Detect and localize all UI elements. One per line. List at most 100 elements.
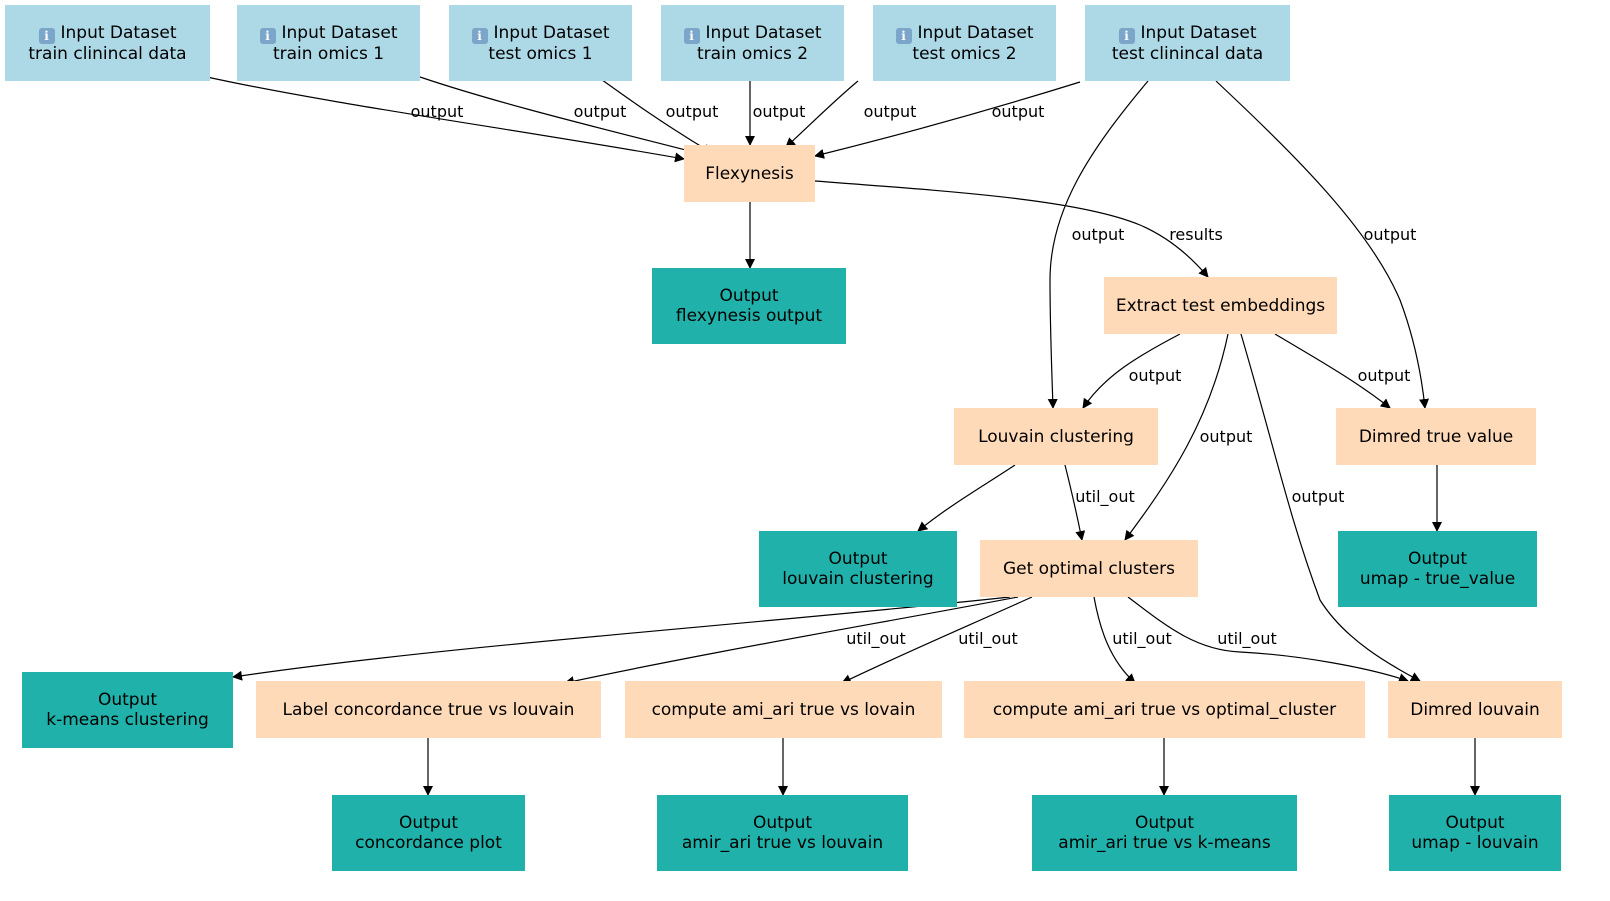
edge-in-test-omics2-to-flexynesis (785, 80, 859, 148)
node-subtitle: train omics 2 (696, 43, 809, 64)
edge-in-train-omics1-to-flexynesis (419, 76, 706, 158)
node-subtitle: amir_ari true vs louvain (681, 833, 884, 853)
node-title-text: Input Dataset (60, 22, 177, 43)
edge-label: output (1292, 487, 1345, 506)
edge-label: util_out (958, 629, 1018, 649)
node-label: compute ami_ari true vs optimal_cluster (992, 699, 1337, 720)
node-title-text: Input Dataset (281, 22, 398, 43)
tool-node-extract[interactable]: Extract test embeddings (1104, 277, 1337, 334)
node-label: Label concordance true vs louvain (282, 699, 575, 720)
node-title: i Input Dataset (895, 22, 1034, 44)
node-title: Output (399, 813, 458, 833)
node-title-text: Output (398, 813, 459, 833)
node-label: Extract test embeddings (1115, 295, 1326, 316)
node-subtitle: umap - true_value (1359, 569, 1516, 589)
info-icon: i (683, 27, 700, 44)
node-subtitle: train clinincal data (28, 43, 187, 64)
tool-node-dimred-true[interactable]: Dimred true value (1336, 408, 1536, 465)
tool-node-optimal[interactable]: Get optimal clusters (980, 540, 1198, 597)
edge-extract-to-optimal (1124, 333, 1229, 541)
edge-label: util_out (1075, 487, 1135, 507)
edge-louvain-to-optimal (1064, 464, 1086, 541)
edge-label: output (574, 102, 627, 121)
node-subtitle: test clinincal data (1111, 43, 1264, 64)
node-title: Output (98, 690, 157, 710)
edge-optimal-to-ami-optimal (1093, 596, 1136, 684)
edge-in-train-clin-to-flexynesis (206, 76, 685, 163)
edge-extract-to-louvain (1082, 333, 1181, 409)
tool-node-ami-lovain[interactable]: compute ami_ari true vs lovain (625, 681, 942, 738)
info-icon: i (471, 27, 488, 44)
edge-label: output (1129, 366, 1182, 385)
node-label: Dimred true value (1358, 426, 1514, 447)
node-title-text: Input Dataset (917, 22, 1034, 43)
edge-optimal-to-out-kmeans (232, 596, 1011, 681)
node-title-text: Output (97, 690, 158, 710)
edge-optimal-to-ami-lovain (841, 596, 1033, 684)
node-title-text: Output (752, 813, 813, 833)
node-title-text: Input Dataset (705, 22, 822, 43)
node-label: Louvain clustering (978, 426, 1134, 447)
edge-label: output (864, 102, 917, 121)
edge-label: output (666, 102, 719, 121)
node-title-text: Output (1445, 813, 1505, 833)
node-label: compute ami_ari true vs lovain (651, 699, 916, 720)
node-title-text: Output (828, 549, 888, 569)
edge-label: output (1364, 225, 1417, 244)
info-icon: i (38, 27, 55, 44)
node-title: Output (719, 286, 778, 306)
edge-label: util_out (1217, 629, 1277, 649)
edge-optimal-to-dimred-louvain (1127, 596, 1409, 683)
node-label: Flexynesis (705, 163, 794, 184)
node-title: Output (1408, 549, 1467, 569)
node-title: Output (1135, 813, 1194, 833)
node-subtitle: amir_ari true vs k-means (1058, 833, 1271, 853)
node-subtitle: train omics 1 (272, 43, 385, 64)
node-subtitle: test omics 1 (488, 43, 593, 64)
node-subtitle: umap - louvain (1411, 833, 1539, 853)
edge-label: output (411, 102, 464, 121)
tool-node-ami-optimal[interactable]: compute ami_ari true vs optimal_cluster (964, 681, 1365, 738)
edge-in-test-clin-to-louvain (1047, 80, 1149, 409)
node-title-text: Output (1407, 549, 1468, 569)
tool-node-flexynesis[interactable]: Flexynesis (684, 145, 815, 202)
node-subtitle: test omics 2 (912, 43, 1017, 64)
edge-label: output (1200, 427, 1253, 446)
node-label: Get optimal clusters (1002, 558, 1176, 579)
edge-in-test-clin-to-dimred-true (1215, 80, 1430, 409)
node-subtitle: k-means clustering (46, 710, 209, 730)
edge-louvain-to-out-louvain (917, 464, 1016, 532)
tool-node-louvain[interactable]: Louvain clustering (954, 408, 1158, 465)
info-icon: i (895, 27, 912, 44)
edge-label: util_out (1112, 629, 1172, 649)
tool-node-concordance[interactable]: Label concordance true vs louvain (256, 681, 601, 738)
node-title: Output (1445, 813, 1504, 833)
edge-label: results (1169, 225, 1223, 244)
node-title-text: Input Dataset (1140, 22, 1257, 43)
edge-flexynesis-to-extract (814, 180, 1209, 278)
node-subtitle: concordance plot (355, 833, 502, 853)
node-subtitle: flexynesis output (675, 306, 823, 326)
edge-label: output (1358, 366, 1411, 385)
tool-node-dimred-louvain[interactable]: Dimred louvain (1388, 681, 1562, 738)
edge-label: util_out (846, 629, 906, 649)
node-title: i Input Dataset (683, 22, 822, 44)
